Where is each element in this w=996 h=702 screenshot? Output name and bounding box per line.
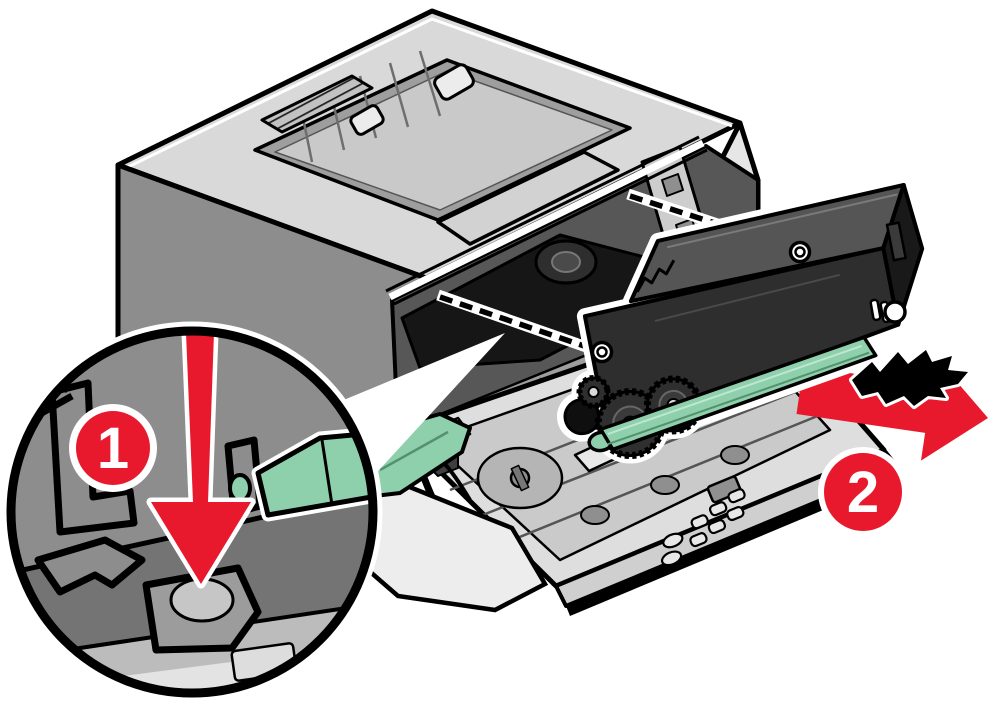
gear-small: [576, 374, 611, 409]
cartridge-panel-line: [654, 273, 840, 322]
callout-wedge: [334, 333, 505, 482]
alignment-guide-lower: [439, 294, 591, 351]
paper-stop-tabs: [349, 63, 475, 136]
output-tongue: [436, 150, 620, 246]
cartridge-end-recess: [885, 221, 907, 262]
door-rollers: [580, 445, 750, 525]
cartridge-top-seam: [667, 193, 898, 249]
toner-cartridge: [556, 176, 931, 464]
cartridge-green-handle: [587, 335, 878, 453]
step-1-badge: 1: [69, 404, 157, 492]
cartridge-grip-ridges: [635, 259, 676, 293]
fuser-roller-core: [551, 251, 581, 273]
lens-band-light: [15, 600, 369, 689]
step-2-number: 2: [847, 460, 879, 525]
control-panel-buttons: [660, 488, 746, 567]
magnifier-ring: [6, 326, 378, 698]
spring-peg: [869, 298, 907, 324]
top-edge-highlight: [125, 17, 733, 170]
step-1-number: 1: [97, 416, 129, 481]
cartridge-pegs: [590, 240, 907, 364]
vent-grille: [260, 74, 374, 134]
door-front-edge-band: [566, 468, 902, 616]
output-tray-floor: [274, 70, 613, 211]
alignment-guide-upper: [629, 193, 791, 250]
cavity-top-ledge: [385, 135, 708, 306]
door-drum-slot: [510, 464, 530, 492]
step-2-badge: 2: [818, 447, 908, 537]
cartridge-flip-handle: [849, 347, 971, 409]
control-panel: [660, 475, 746, 567]
press-down-arrow arrow-down-icon: [146, 335, 256, 589]
